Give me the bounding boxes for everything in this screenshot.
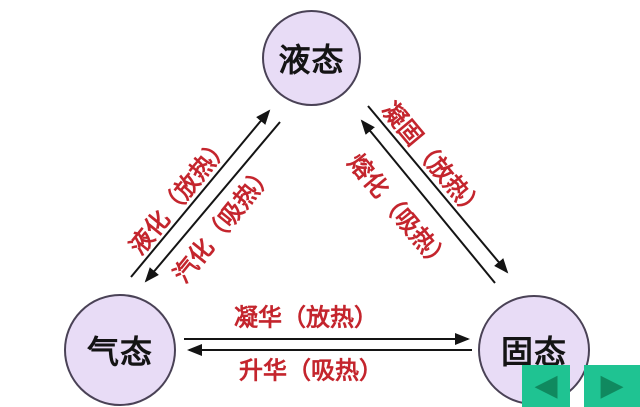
state-label-liquid: 液态 [278, 42, 345, 78]
state-node-liquid: 液态 [262, 10, 361, 106]
nav-back-button[interactable]: ◀ [522, 365, 570, 407]
arrow-solidification [367, 105, 509, 274]
state-label-solid: 固态 [500, 334, 567, 370]
arrow-vaporization [144, 121, 281, 283]
transition-label-sublimation: 升华（吸热） [239, 358, 383, 385]
forward-icon: ▶ [600, 368, 624, 403]
nav-forward-button[interactable]: ▶ [584, 365, 640, 407]
state-label-gas: 气态 [86, 334, 153, 370]
arrow-melting [360, 119, 496, 284]
arrow-liquefaction [130, 109, 271, 278]
state-node-gas: 气态 [64, 294, 176, 406]
transition-label-deposition: 凝华（放热） [234, 305, 378, 332]
back-icon: ◀ [534, 368, 558, 403]
